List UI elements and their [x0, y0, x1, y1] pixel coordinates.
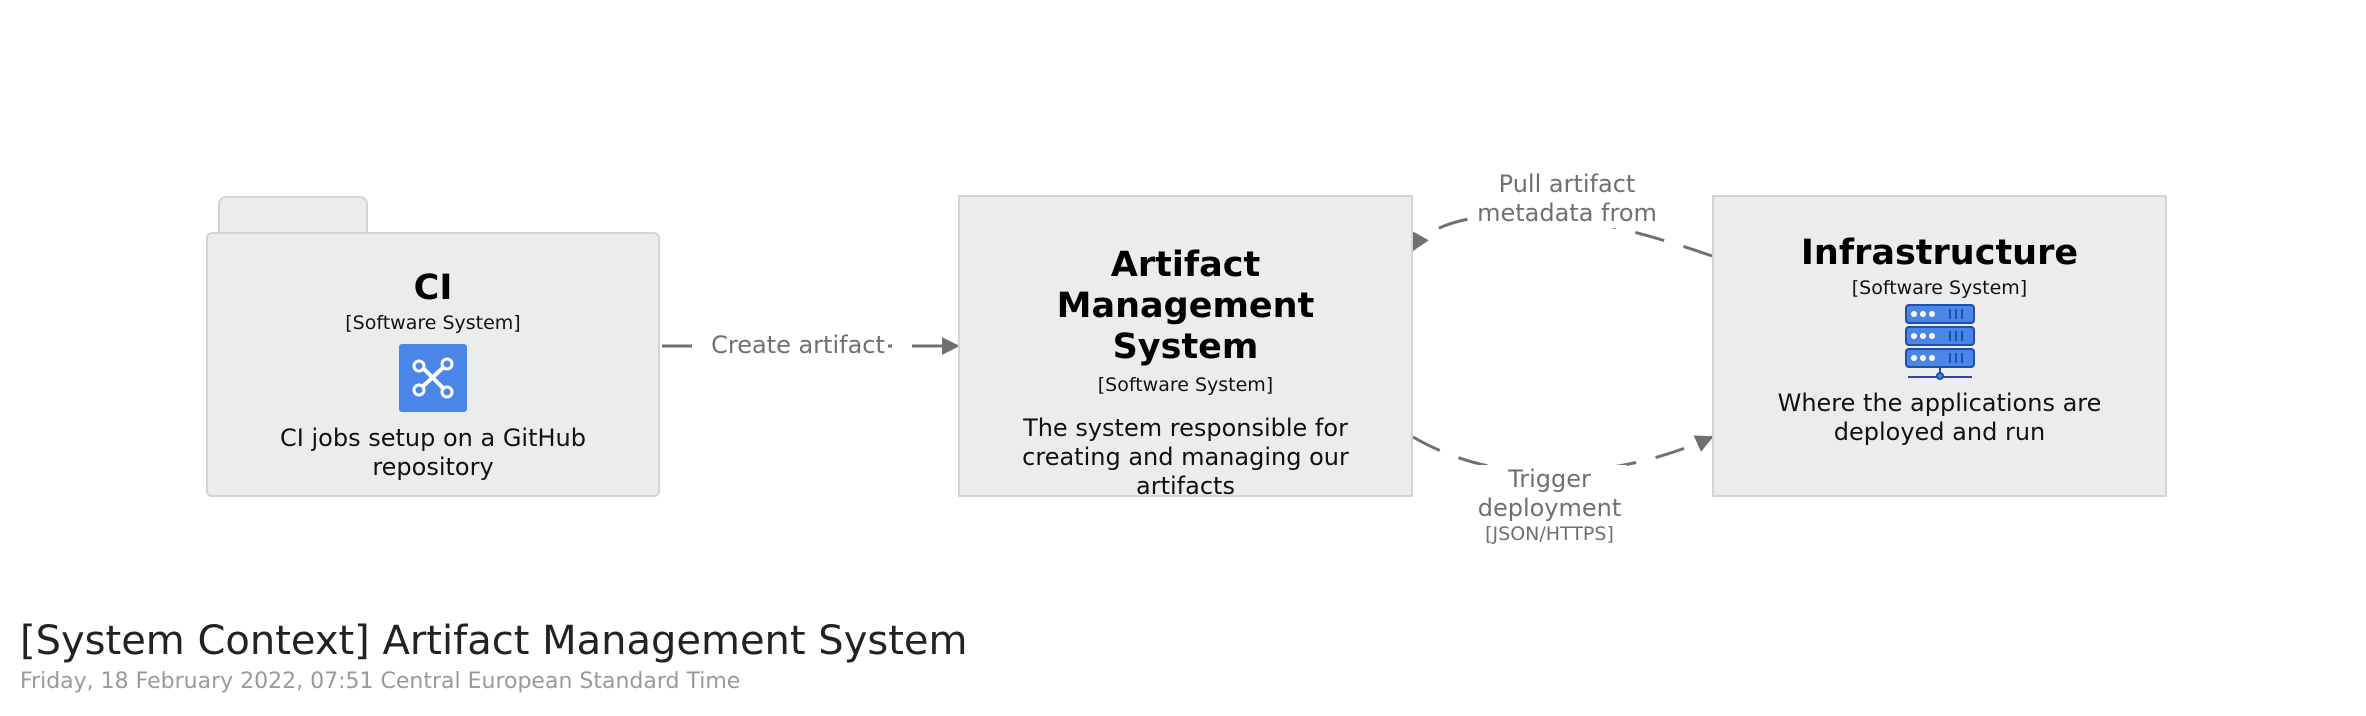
infrastructure-description: Where the applications are deployed and … — [1777, 389, 2102, 446]
ci-type: [Software System] — [345, 312, 521, 334]
server-rack-icon — [1902, 303, 1978, 381]
infrastructure-title: Infrastructure — [1800, 233, 2079, 273]
ams-node[interactable]: Artifact Management System [Software Sys… — [958, 195, 1413, 500]
ci-title: CI — [413, 268, 453, 308]
ci-description: CI jobs setup on a GitHub repository — [280, 424, 586, 481]
edge-trigger-deployment — [1412, 435, 1714, 474]
edge-label-create-artifact: Create artifact — [708, 331, 888, 360]
infrastructure-type: [Software System] — [1851, 277, 2028, 299]
ams-title: Artifact Management System — [1056, 245, 1315, 367]
edge-label-trigger-deployment: Trigger deployment [JSON/HTTPS] — [1472, 465, 1627, 545]
diagram-title: [System Context] Artifact Management Sys… — [20, 618, 968, 664]
infrastructure-node[interactable]: Infrastructure [Software System] — [1712, 195, 2167, 497]
trigger-deployment-technology: [JSON/HTTPS] — [1485, 523, 1614, 545]
create-artifact-text: Create artifact — [711, 331, 885, 359]
ams-description: The system responsible for creating and … — [1022, 414, 1349, 500]
ci-node[interactable]: CI [Software System] CI jobs setup on a … — [206, 232, 660, 497]
pull-metadata-text: Pull artifact metadata from — [1477, 170, 1657, 227]
diagram-timestamp: Friday, 18 February 2022, 07:51 Central … — [20, 669, 741, 694]
trigger-deployment-text: Trigger deployment — [1477, 465, 1622, 522]
edge-label-pull-metadata: Pull artifact metadata from — [1472, 170, 1662, 228]
github-ci-icon — [399, 344, 467, 412]
ci-folder-tab — [218, 196, 368, 236]
ams-type: [Software System] — [1097, 374, 1274, 396]
